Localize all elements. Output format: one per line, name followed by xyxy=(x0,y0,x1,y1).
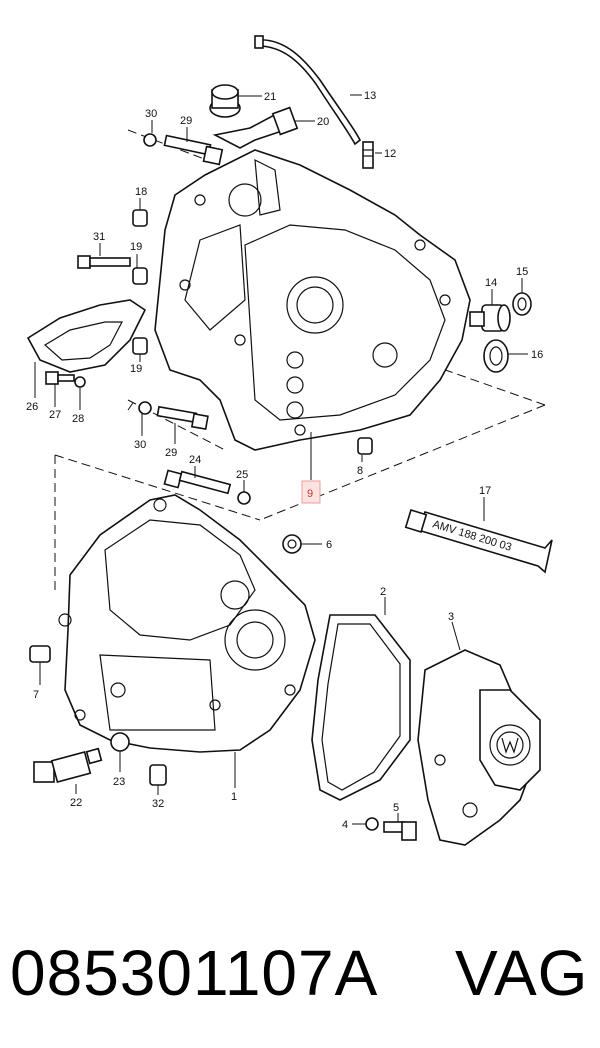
part-number: 085301107A xyxy=(10,937,379,1009)
bolt-5 xyxy=(383,821,417,841)
gasket xyxy=(311,614,411,801)
callout-1: 1 xyxy=(231,791,237,803)
filler-plug xyxy=(209,84,241,118)
breather-hose xyxy=(257,39,362,146)
callout-30-lower: 30 xyxy=(134,439,146,451)
callout-22: 22 xyxy=(70,797,82,809)
washer-28 xyxy=(74,376,86,388)
bolt-29-upper xyxy=(143,133,224,166)
sleeve-19-upper xyxy=(132,267,148,285)
washer-25 xyxy=(237,491,251,505)
guide-sleeve xyxy=(469,304,511,332)
callout-30-upper: 30 xyxy=(145,108,157,120)
callout-32: 32 xyxy=(152,798,164,810)
screw-27 xyxy=(45,371,75,385)
callout-26: 26 xyxy=(26,401,38,413)
sleeve-19-lower xyxy=(132,337,148,355)
callout-21: 21 xyxy=(264,91,276,103)
sealant-tube: AMV 188 200 03 xyxy=(404,509,553,574)
callout-13: 13 xyxy=(364,90,376,102)
callout-23: 23 xyxy=(113,776,125,788)
callout-19-lower: 19 xyxy=(130,363,142,375)
exploded-parts-diagram: AMV 188 200 03 xyxy=(26,35,553,846)
sleeve-18 xyxy=(132,209,148,227)
plug-8 xyxy=(357,437,373,455)
callout-7: 7 xyxy=(33,689,39,701)
bolt-29-lower xyxy=(138,401,209,431)
breather-valve xyxy=(362,141,374,169)
callout-6: 6 xyxy=(326,539,332,551)
callout-12: 12 xyxy=(384,148,396,160)
callout-15: 15 xyxy=(516,266,528,278)
callout-25: 25 xyxy=(236,469,248,481)
callout-19-upper: 19 xyxy=(130,241,142,253)
callout-27: 27 xyxy=(49,409,61,421)
bolt-31 xyxy=(77,255,131,269)
callout-24: 24 xyxy=(189,454,201,466)
seal-ring-23 xyxy=(110,732,130,752)
callout-29-lower: 29 xyxy=(165,447,177,459)
callout-4: 4 xyxy=(342,819,348,831)
housing-cover xyxy=(417,649,541,846)
callout-9-highlight xyxy=(301,480,321,504)
callout-29-upper: 29 xyxy=(180,115,192,127)
callout-17: 17 xyxy=(479,485,491,497)
callout-8: 8 xyxy=(357,465,363,477)
callout-9: 9 xyxy=(307,488,313,500)
oil-seal-16 xyxy=(483,339,509,373)
spring-pin-6 xyxy=(282,534,302,554)
plug-32 xyxy=(149,764,167,786)
brand-name: VAG xyxy=(455,937,589,1009)
callout-18: 18 xyxy=(135,186,147,198)
callout-3: 3 xyxy=(448,611,454,623)
callout-2: 2 xyxy=(380,586,386,598)
leader-lines xyxy=(34,94,528,825)
callout-28: 28 xyxy=(72,413,84,425)
plug-7 xyxy=(29,645,51,663)
bolt-24 xyxy=(163,469,232,495)
callout-14: 14 xyxy=(485,277,497,289)
footer: 085301107A VAG xyxy=(0,918,600,1028)
speed-sensor xyxy=(33,747,103,784)
oil-seal-15 xyxy=(512,292,532,316)
gearbox-housing xyxy=(154,149,471,451)
callout-5: 5 xyxy=(393,802,399,814)
callout-20: 20 xyxy=(317,116,329,128)
washer-4 xyxy=(365,817,379,831)
transmission-case xyxy=(58,494,316,753)
heat-shield xyxy=(26,299,147,373)
callout-31: 31 xyxy=(93,231,105,243)
callout-16: 16 xyxy=(531,349,543,361)
